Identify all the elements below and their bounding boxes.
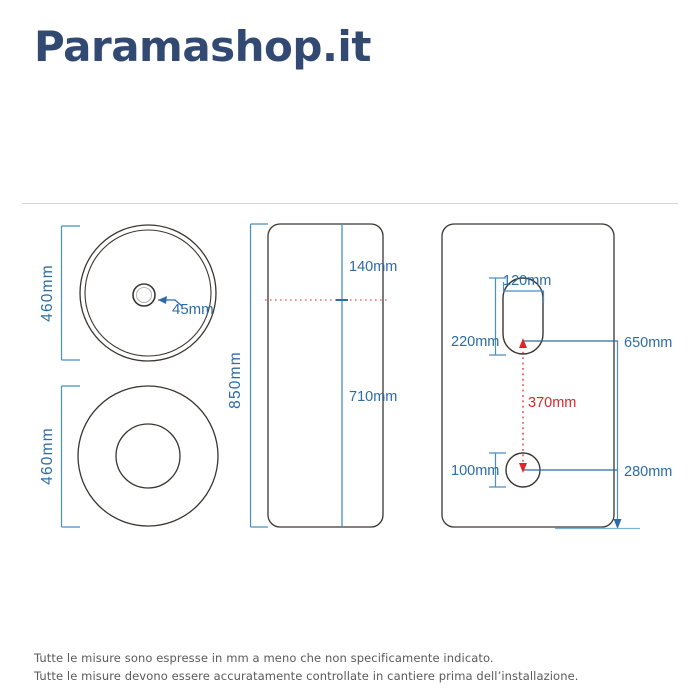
dim-140-label: 140mm bbox=[349, 259, 397, 275]
view-bottom: 460mm bbox=[39, 385, 219, 528]
dim-45-label: 45mm bbox=[172, 301, 214, 318]
dim-370-arrow-up bbox=[519, 338, 527, 348]
dim-370-label: 370mm bbox=[528, 395, 576, 411]
dim-850-label: 850mm bbox=[227, 351, 244, 409]
basin-inner-circle bbox=[84, 229, 212, 357]
brand-logo: Paramashop.it bbox=[34, 22, 371, 71]
dim-370-arrow-down bbox=[519, 463, 527, 473]
dim-460-top-label: 460mm bbox=[39, 264, 56, 322]
front-body-outline bbox=[267, 223, 384, 528]
drain-hole-inner bbox=[135, 286, 153, 304]
dim-650-label: 650mm bbox=[624, 335, 672, 351]
rear-body-outline bbox=[441, 223, 615, 528]
dim-45-arrowhead bbox=[158, 296, 167, 304]
base-outer-circle bbox=[77, 385, 219, 527]
dim-100-label: 100mm bbox=[451, 463, 499, 479]
view-rear: 120mm 220mm 100mm 650mm 280mm bbox=[441, 223, 672, 530]
base-inner-circle bbox=[115, 423, 181, 489]
dim-460-bottom-label: 460mm bbox=[39, 427, 56, 485]
footer-note-line-1: Tutte le misure sono espresse in mm a me… bbox=[34, 651, 494, 665]
rear-oblong-cutout bbox=[502, 277, 544, 355]
footer-note-line-2: Tutte le misure devono essere accuratame… bbox=[34, 669, 579, 683]
basin-outer-circle bbox=[79, 224, 217, 362]
dim-120-label: 120mm bbox=[503, 273, 551, 289]
drain-hole-outer bbox=[132, 283, 156, 307]
view-front: 140mm 710mm 850mm bbox=[227, 223, 397, 528]
dim-710-label: 710mm bbox=[349, 389, 397, 405]
view-top: 460mm 45mm bbox=[39, 224, 217, 362]
dim-220-label: 220mm bbox=[451, 334, 499, 350]
dim-right-bottom-arrow bbox=[613, 519, 622, 529]
dim-280-label: 280mm bbox=[624, 464, 672, 480]
